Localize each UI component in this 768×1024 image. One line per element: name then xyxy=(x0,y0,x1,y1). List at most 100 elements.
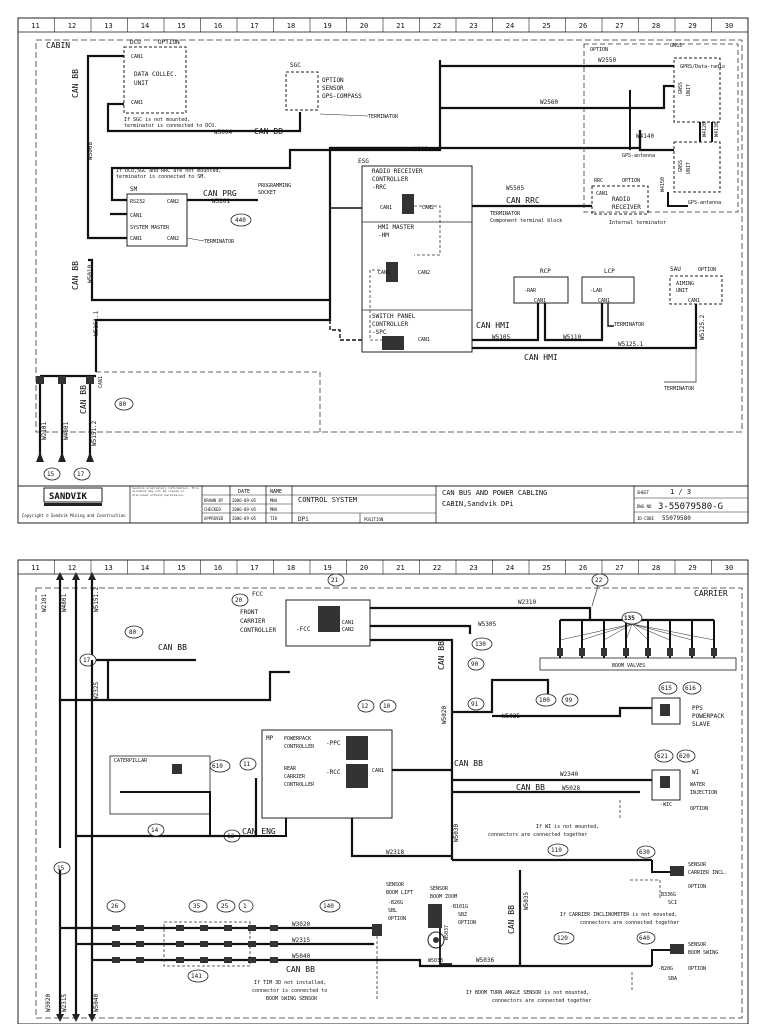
ruler-column-label: 27 xyxy=(615,22,623,30)
ref-110: 110 xyxy=(551,847,562,854)
sbl-option: OPTION xyxy=(388,916,406,922)
w5040-bottom-label: W5040 xyxy=(93,994,100,1012)
w2550-label: W2550 xyxy=(598,57,616,64)
dcu-unit-line2: UNIT xyxy=(134,80,149,87)
inc-note-line1: If CARRIER INCLINOMETER is not mounted, xyxy=(560,912,677,918)
rrc-line2: CONTROLLER xyxy=(372,176,409,183)
date-header: DATE xyxy=(238,489,250,495)
harness-connector xyxy=(136,957,144,963)
legal-text: Sandvik proprietary information. This do… xyxy=(132,487,199,497)
w5010-label: W5010 xyxy=(87,265,94,283)
w5305-label: W5305 xyxy=(478,621,496,628)
ref-141: 141 xyxy=(191,973,202,980)
sba-label: SBA xyxy=(668,976,677,982)
cabin-label: CABIN xyxy=(46,41,70,50)
ruler-column-label: 11 xyxy=(31,564,39,572)
fcc-can2: CAN2 xyxy=(342,627,354,633)
sm-title: SM xyxy=(130,186,138,193)
w2315-label: W2315 xyxy=(292,937,310,944)
w5035-label: W5035 xyxy=(523,892,530,910)
w5028-label: W5028 xyxy=(562,785,580,792)
ruler-column-label: 30 xyxy=(725,22,733,30)
sbz-option: OPTION xyxy=(458,920,476,926)
ref-610: 610 xyxy=(212,763,223,770)
w5020-label: W5020 xyxy=(441,706,448,724)
hm-line2: -HM xyxy=(378,232,389,239)
harness-connector xyxy=(136,925,144,931)
ref-80-bottom: 80 xyxy=(129,629,137,636)
sbz-boom-zoom: BOOM ZOOM xyxy=(430,894,457,900)
ref-22: 22 xyxy=(595,577,603,584)
ruler-column-label: 21 xyxy=(396,564,404,572)
ref-1: 1 xyxy=(243,903,247,910)
ruler-column-label: 17 xyxy=(250,564,258,572)
ref-440: 440 xyxy=(235,217,246,224)
hm-can2: CAN2 xyxy=(418,270,430,276)
ruler-column-label: 27 xyxy=(615,564,623,572)
w4130-label: W4130 xyxy=(714,122,720,137)
harness-connector xyxy=(270,925,278,931)
lcp-lar: -LAR xyxy=(590,288,603,294)
gnss-unit2-a: GNSS xyxy=(678,160,684,172)
w5008-label: W5008 xyxy=(87,142,94,160)
ruler-column-label: 18 xyxy=(287,564,295,572)
rrc-can1: CAN1 xyxy=(380,205,392,211)
boom-valve-connector xyxy=(579,648,585,656)
ref-630: 630 xyxy=(639,849,650,856)
gps-antenna-2: GPS-antenna xyxy=(688,200,721,206)
w2310-label: W2310 xyxy=(518,599,536,606)
tim-note-line3: BOOM SWING SENSOR xyxy=(266,996,318,1002)
gnss-unit2-b: UNIT xyxy=(686,162,692,174)
ruler-column-label: 13 xyxy=(104,22,112,30)
harness-connector xyxy=(200,925,208,931)
can-bb-bottom: CAN BB xyxy=(286,965,315,974)
boom-valve-connector xyxy=(557,648,563,656)
gps-gnss: GNSS xyxy=(670,43,682,49)
w5125-1-label: W5125.1 xyxy=(618,341,644,348)
ref-17-top: 17 xyxy=(77,471,85,478)
w2325-label: W2325 xyxy=(93,682,100,700)
caterpillar-label: CATERPILLAR xyxy=(114,758,148,764)
can-bb-top-bottom: CAN BB xyxy=(158,643,187,652)
sbl-label: SBL xyxy=(388,908,397,914)
sau-option: OPTION xyxy=(698,267,716,273)
can-bb-vertical-2: CAN BB xyxy=(71,261,80,290)
sm-can2-top: CAN2 xyxy=(167,199,179,205)
harness-connector xyxy=(112,941,120,947)
dcu-can1-bottom: CAN1 xyxy=(131,100,143,106)
fcc-code: -FCC xyxy=(296,626,311,633)
programming-label: PROGRAMMING xyxy=(258,183,291,189)
can-prg-label: CAN PRG xyxy=(203,189,237,198)
ref-12: 12 xyxy=(361,703,369,710)
sm-system-master: SYSTEM MASTER xyxy=(130,225,170,231)
can1-left: CAN1 xyxy=(98,376,104,388)
carrier-label: CARRIER xyxy=(694,589,728,598)
can-hmi-label-1: CAN HMI xyxy=(476,321,510,330)
ruler-column-label: 21 xyxy=(396,22,404,30)
sandvik-logo: SANDVIK xyxy=(49,492,88,502)
w5110-label: W5110 xyxy=(563,334,581,341)
ref-25: 25 xyxy=(221,903,229,910)
ref-80-top: 80 xyxy=(119,401,127,408)
w5151-1-label: W5151.1 xyxy=(93,310,100,336)
sba-code: -B20G xyxy=(658,966,673,972)
bta-note-line1: If BOOM TURN ANGLE SENSOR is not mounted… xyxy=(466,990,589,996)
w5505-label: W5505 xyxy=(506,185,524,192)
bottom-w5151-2-label: W5151.2 xyxy=(93,586,100,612)
w4120-label: W4120 xyxy=(702,122,708,137)
tim-note-line1: If TIM 3D not installed, xyxy=(254,980,326,986)
boom-valve-connector xyxy=(667,648,673,656)
ref-15-bottom: 15 xyxy=(57,865,65,872)
ref-140: 140 xyxy=(323,903,334,910)
ref-11: 11 xyxy=(243,761,251,768)
w5151-2-label: W5151.2 xyxy=(91,420,98,446)
ruler-column-label: 24 xyxy=(506,564,514,572)
pps-label1: PPS xyxy=(692,705,703,712)
rrc-ext-option: OPTION xyxy=(622,178,640,184)
dcu-can1-top: CAN1 xyxy=(131,54,143,60)
ref-15-top: 15 xyxy=(47,471,55,478)
w5036-label: W5036 xyxy=(476,957,494,964)
tim-note-line2: connector is connected to xyxy=(252,988,327,994)
harness-connector xyxy=(224,957,232,963)
